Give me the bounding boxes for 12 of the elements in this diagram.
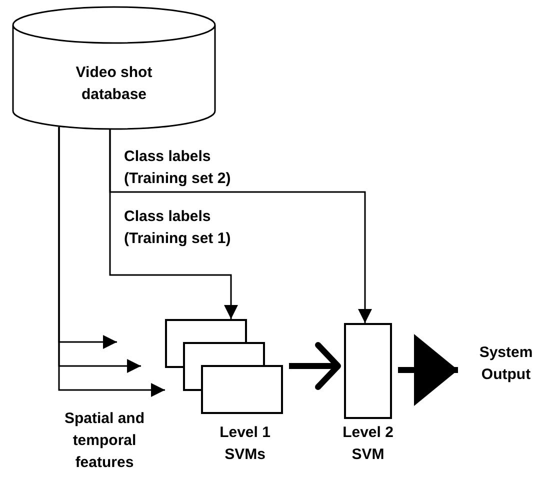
arrow	[58, 127, 165, 397]
svm-caption: Level 1 SVMs	[218, 423, 272, 465]
database-cylinder	[12, 6, 216, 130]
features-label: Spatial and temporal features	[63, 409, 146, 473]
svm-box	[344, 323, 392, 419]
arrow	[289, 342, 341, 390]
node-label: Video shot database	[74, 63, 154, 105]
output-label: System Output	[464, 342, 548, 390]
arrow	[109, 127, 238, 319]
stacked-boxes-drawing	[165, 319, 283, 414]
svm-caption: Level 2 SVM	[342, 423, 394, 465]
arrow	[398, 334, 458, 406]
